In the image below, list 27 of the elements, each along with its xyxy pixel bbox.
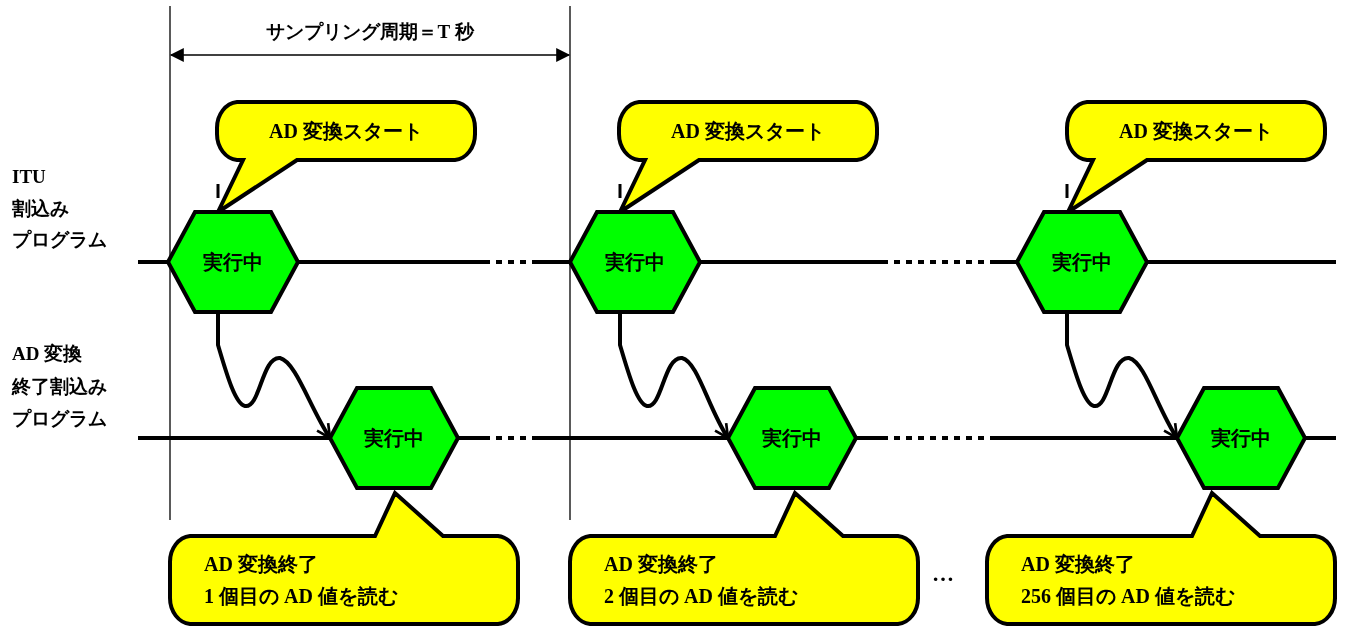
callout-text: 256 個目の AD 値を読む [1021,584,1235,609]
callout-text: AD 変換終了 [1021,552,1135,577]
row-label: プログラム [12,407,107,431]
hexagon-label: 実行中 [605,248,665,276]
callout-text: 1 個目の AD 値を読む [204,584,398,609]
timeline [298,260,570,264]
hexagon-label: 実行中 [1052,248,1112,276]
callout-text: AD 変換スタート [1119,119,1273,144]
row-label: AD 変換 [12,342,83,366]
row-label: 割込み [12,197,69,221]
row-label: ITU [12,165,46,189]
hexagon-label: 実行中 [762,424,822,452]
timeline [458,436,728,440]
callout-text: 2 個目の AD 値を読む [604,584,798,609]
callout-text: AD 変換スタート [671,119,825,144]
hexagon-label: 実行中 [364,424,424,452]
hexagon-label: 実行中 [1211,424,1271,452]
callout-text: AD 変換終了 [204,552,318,577]
ellipsis: … [932,560,954,588]
hexagon-label: 実行中 [203,248,263,276]
dimension-label: サンプリング周期＝T 秒 [265,20,476,44]
timeline [856,436,1177,440]
timeline [700,260,1017,264]
row-label: 終了割込み [12,375,107,399]
callout-text: AD 変換終了 [604,552,718,577]
callout-text: AD 変換スタート [269,119,423,144]
row-label: プログラム [12,228,107,252]
